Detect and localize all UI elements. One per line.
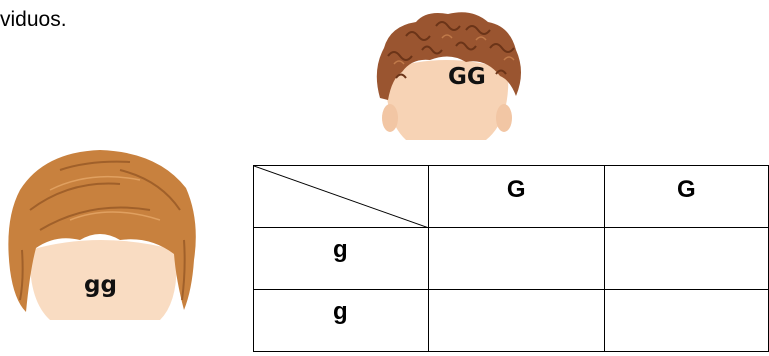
row-header-label: g: [254, 228, 428, 264]
curly-brown-hair-head-icon: [366, 0, 526, 150]
genotype-label-top: GG: [448, 64, 486, 90]
intro-text: viduos.: [0, 8, 67, 32]
punnett-col-header: G: [604, 166, 768, 228]
genotype-label-left: gg: [84, 272, 117, 298]
straight-blonde-hair-head-icon: [0, 140, 200, 326]
punnett-cell[interactable]: [604, 228, 768, 290]
col-header-label: G: [605, 166, 768, 204]
punnett-row-header: g: [254, 290, 429, 352]
punnett-row-header: g: [254, 228, 429, 290]
punnett-corner-cell: [254, 166, 429, 228]
punnett-cell[interactable]: [428, 290, 604, 352]
punnett-cell[interactable]: [604, 290, 768, 352]
punnett-cell[interactable]: [428, 228, 604, 290]
punnett-col-header: G: [428, 166, 604, 228]
punnett-square: G G g g: [253, 165, 769, 352]
row-header-label: g: [254, 290, 428, 326]
col-header-label: G: [429, 166, 604, 204]
